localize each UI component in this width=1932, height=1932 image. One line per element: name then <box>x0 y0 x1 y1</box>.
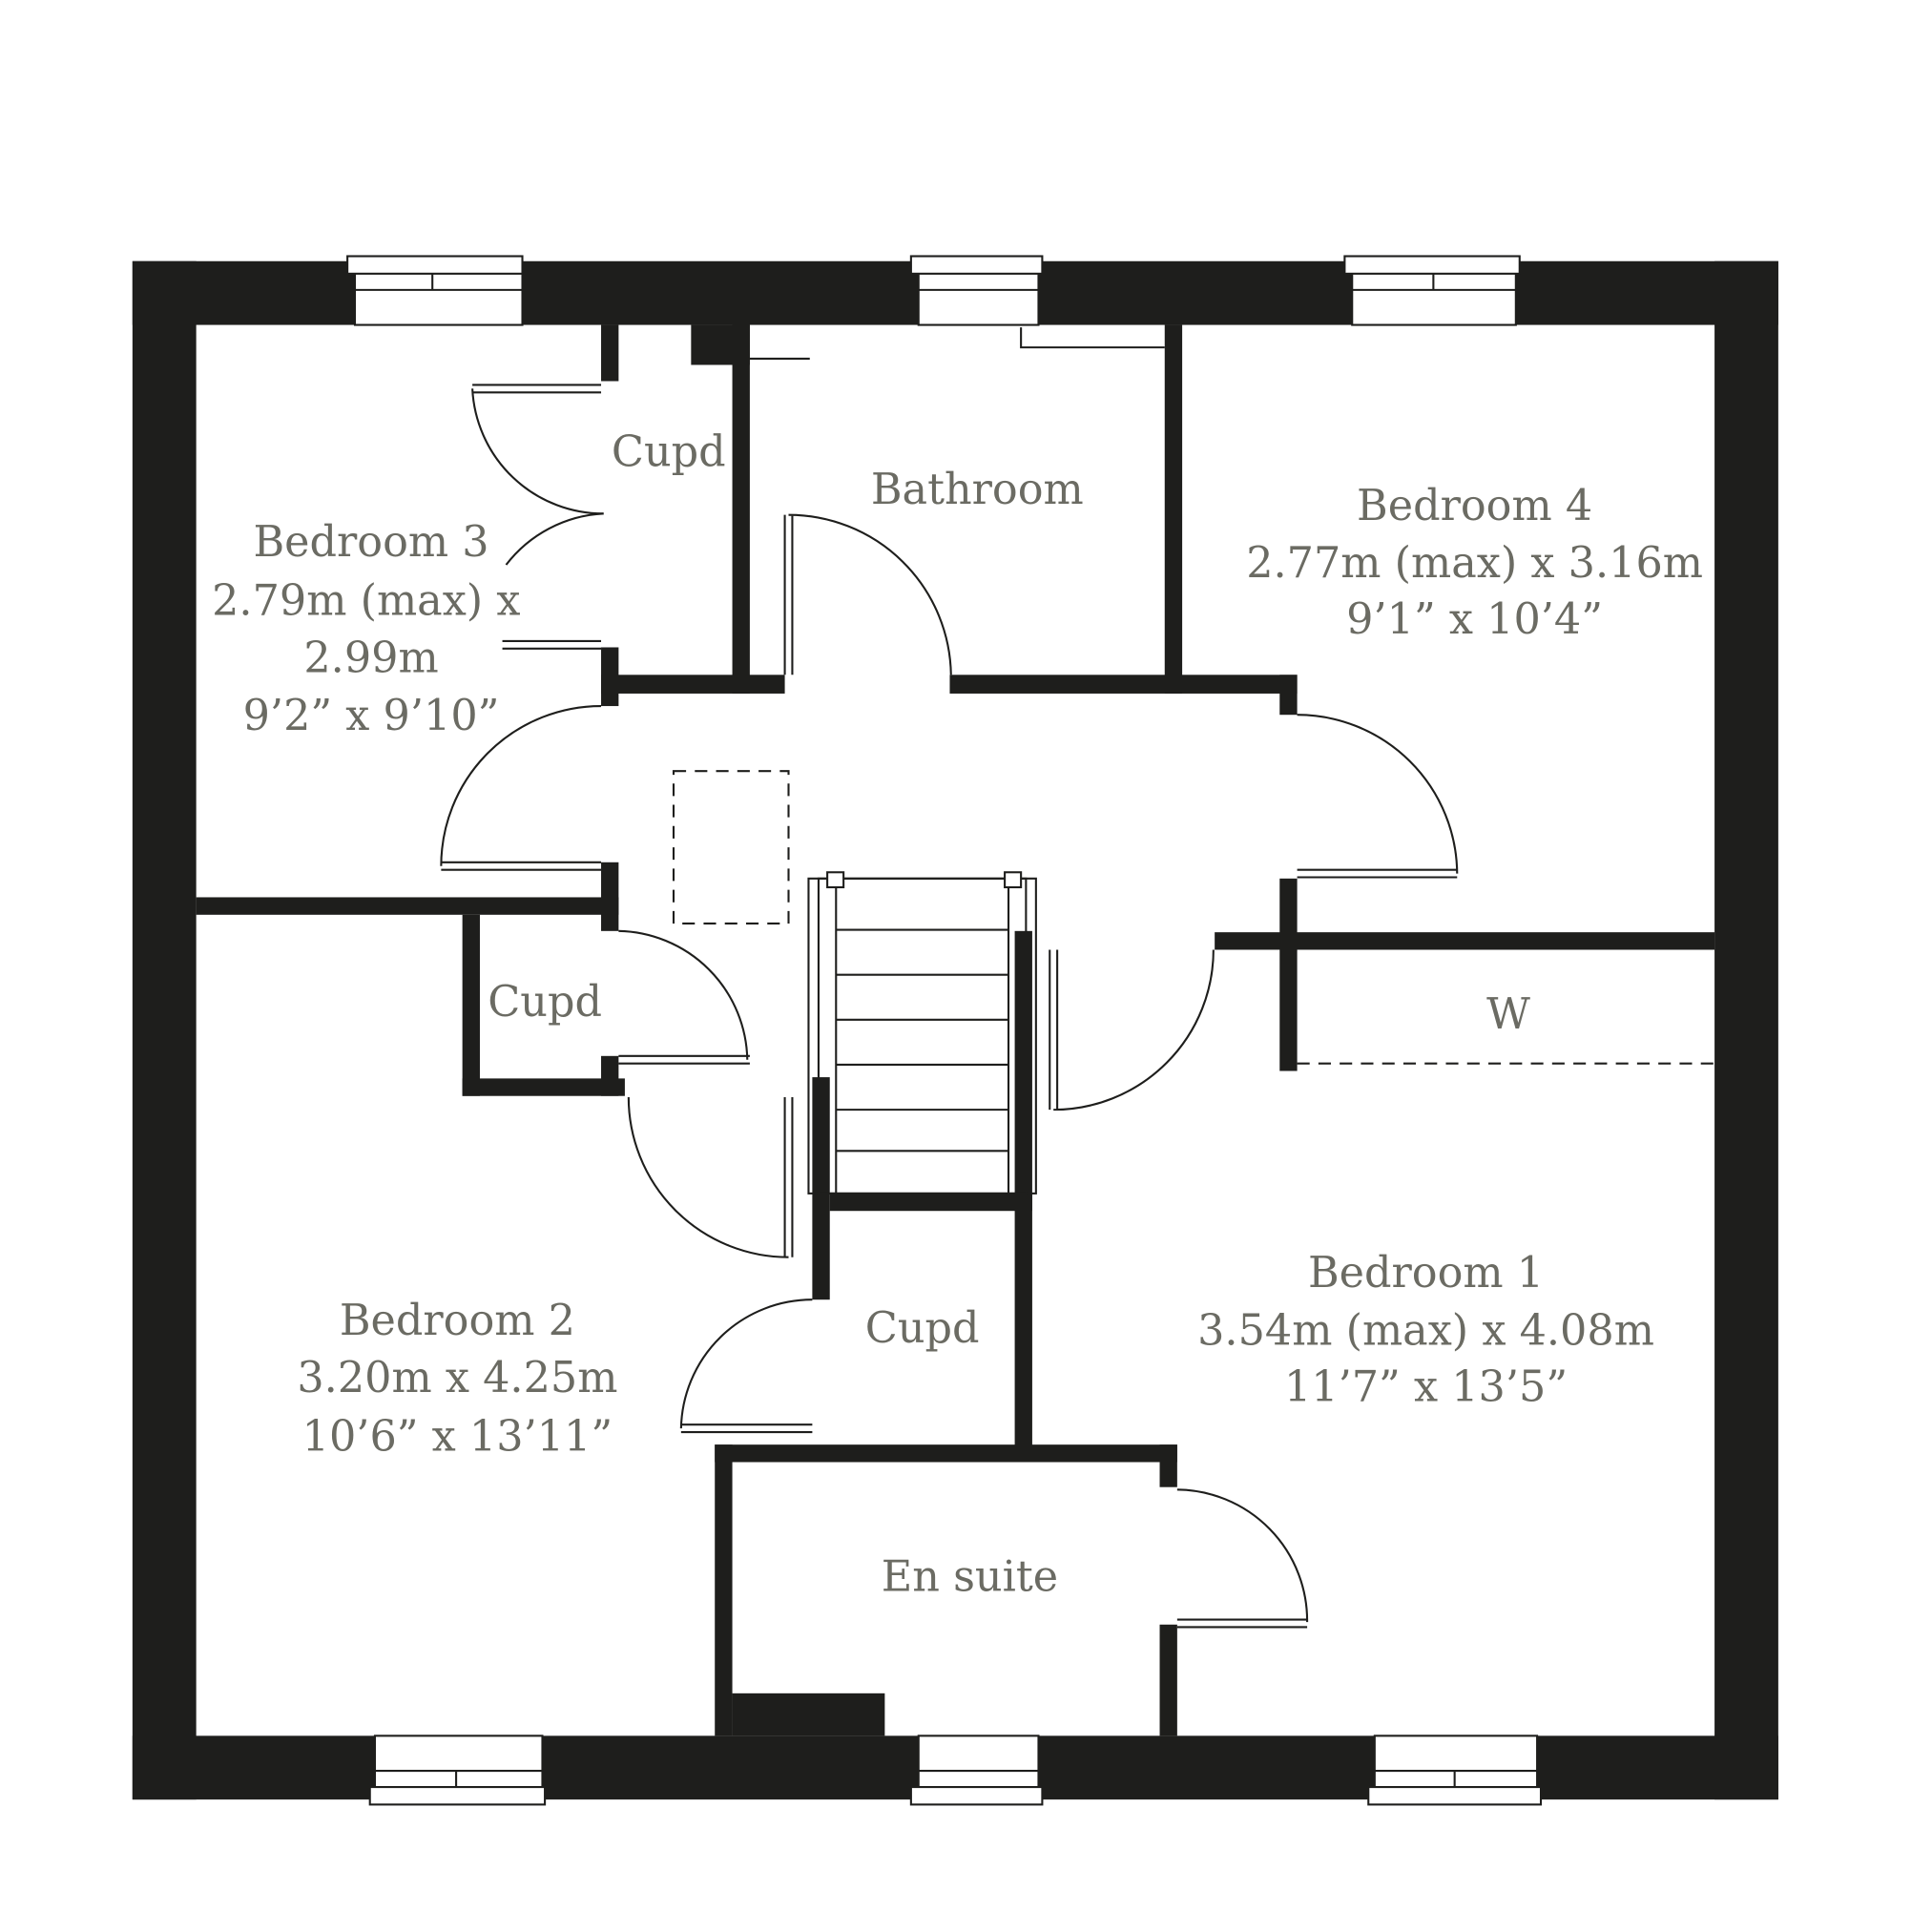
staircase <box>807 871 1037 1195</box>
loft-hatch <box>672 770 790 925</box>
window <box>346 255 524 326</box>
wardrobe-label: W <box>1486 989 1530 1039</box>
bedroom2-metric: 3.20m x 4.25m <box>297 1353 617 1402</box>
doors <box>440 327 1459 1629</box>
bedroom1-metric: 3.54m (max) x 4.08m <box>1197 1305 1654 1355</box>
bedroom4-name: Bedroom 4 <box>1357 481 1592 530</box>
cupd-left-label: Cupd <box>488 977 602 1027</box>
ensuite-label: En suite <box>882 1551 1058 1601</box>
bedroom1-imperial: 11’7” x 13’5” <box>1284 1361 1568 1411</box>
bedroom3-metric-2: 2.99m <box>303 634 438 683</box>
bedroom3-name: Bedroom 3 <box>253 517 488 567</box>
bedroom1-name: Bedroom 1 <box>1308 1248 1544 1298</box>
cupd-center-label: Cupd <box>865 1303 980 1353</box>
windows <box>346 255 1543 1806</box>
bedroom2-name: Bedroom 2 <box>340 1296 575 1345</box>
bedroom2-imperial: 10’6” x 13’11” <box>302 1412 613 1462</box>
bedroom4-imperial: 9’1” x 10’4” <box>1346 594 1603 644</box>
bedroom3-metric-1: 2.79m (max) x <box>212 575 520 625</box>
window <box>1367 1735 1543 1806</box>
bathroom-label: Bathroom <box>871 465 1084 514</box>
bedroom3-imperial: 9’2” x 9’10” <box>243 691 500 740</box>
window <box>909 1735 1044 1806</box>
bedroom4-metric: 2.77m (max) x 3.16m <box>1246 538 1703 588</box>
window <box>368 1735 547 1806</box>
window <box>1343 255 1521 326</box>
window <box>909 255 1044 326</box>
cupd-top-label: Cupd <box>612 427 726 477</box>
interior-walls <box>196 324 1715 1736</box>
